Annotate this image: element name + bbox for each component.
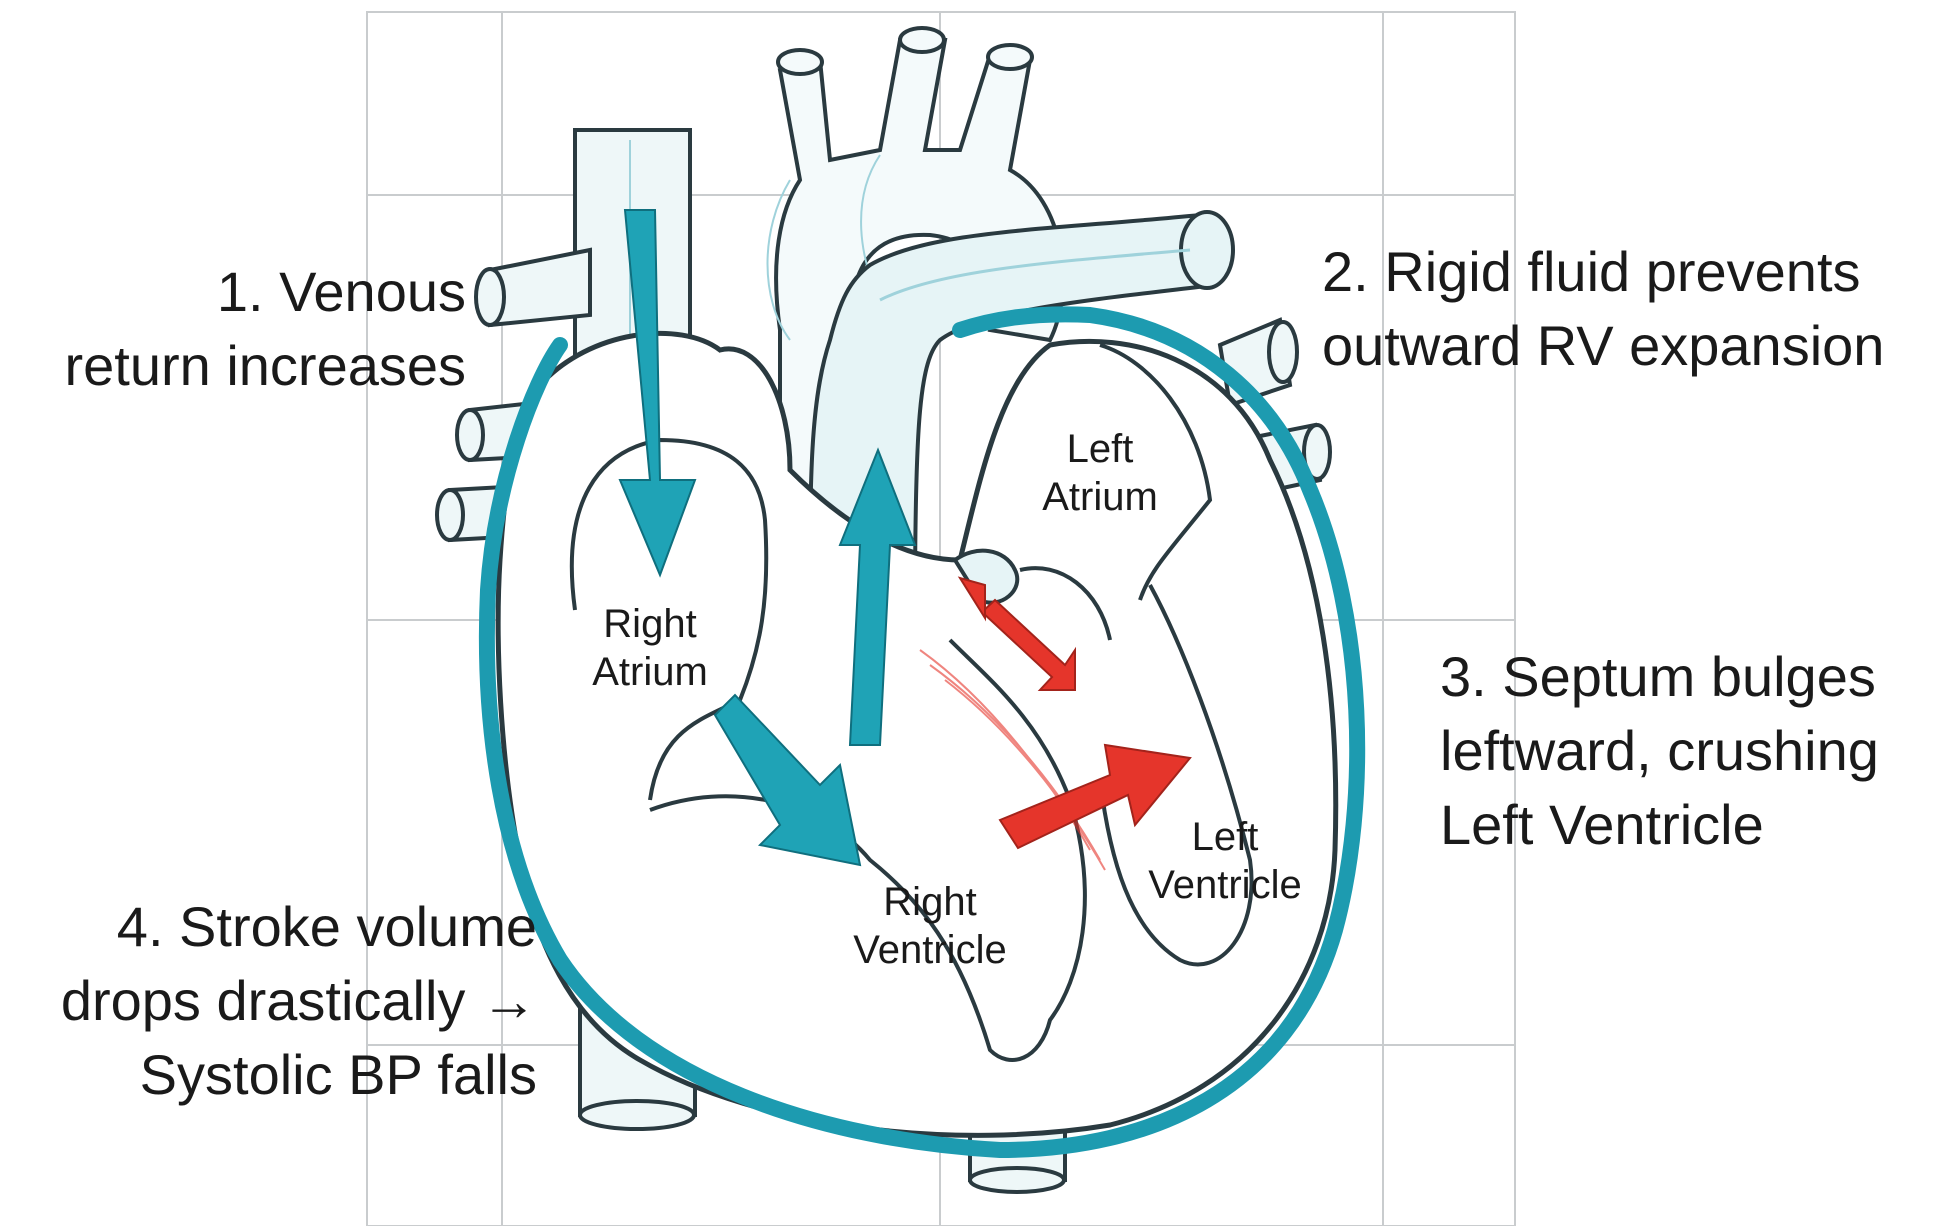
left-ventricle-label-line1: Left: [1125, 813, 1325, 861]
left-atrium-label: Left Atrium: [1010, 425, 1190, 521]
step3-line2: leftward, crushing: [1440, 714, 1879, 788]
right-ventricle-label-line2: Ventricle: [830, 926, 1030, 974]
step4-line2: drops drastically →: [61, 964, 537, 1038]
step2-caption: 2. Rigid fluid prevents outward RV expan…: [1322, 235, 1884, 383]
step1-line2: return increases: [64, 329, 466, 403]
left-atrium-label-line2: Atrium: [1010, 473, 1190, 521]
left-atrium-label-line1: Left: [1010, 425, 1190, 473]
right-atrium-label-line1: Right: [560, 600, 740, 648]
right-ventricle-label: Right Ventricle: [830, 878, 1030, 974]
step2-line2: outward RV expansion: [1322, 309, 1884, 383]
left-ventricle-label: Left Ventricle: [1125, 813, 1325, 909]
step3-line1: 3. Septum bulges: [1440, 640, 1879, 714]
right-ventricle-label-line1: Right: [830, 878, 1030, 926]
step3-caption: 3. Septum bulges leftward, crushing Left…: [1440, 640, 1879, 862]
right-atrium-label: Right Atrium: [560, 600, 740, 696]
step3-line3: Left Ventricle: [1440, 788, 1879, 862]
step4-caption: 4. Stroke volume drops drastically → Sys…: [61, 890, 537, 1112]
step1-caption: 1. Venous return increases: [64, 255, 466, 403]
left-ventricle-label-line2: Ventricle: [1125, 861, 1325, 909]
step4-line3: Systolic BP falls: [61, 1038, 537, 1112]
step1-line1: 1. Venous: [64, 255, 466, 329]
right-atrium-label-line2: Atrium: [560, 648, 740, 696]
step4-line1: 4. Stroke volume: [61, 890, 537, 964]
step2-line1: 2. Rigid fluid prevents: [1322, 235, 1884, 309]
